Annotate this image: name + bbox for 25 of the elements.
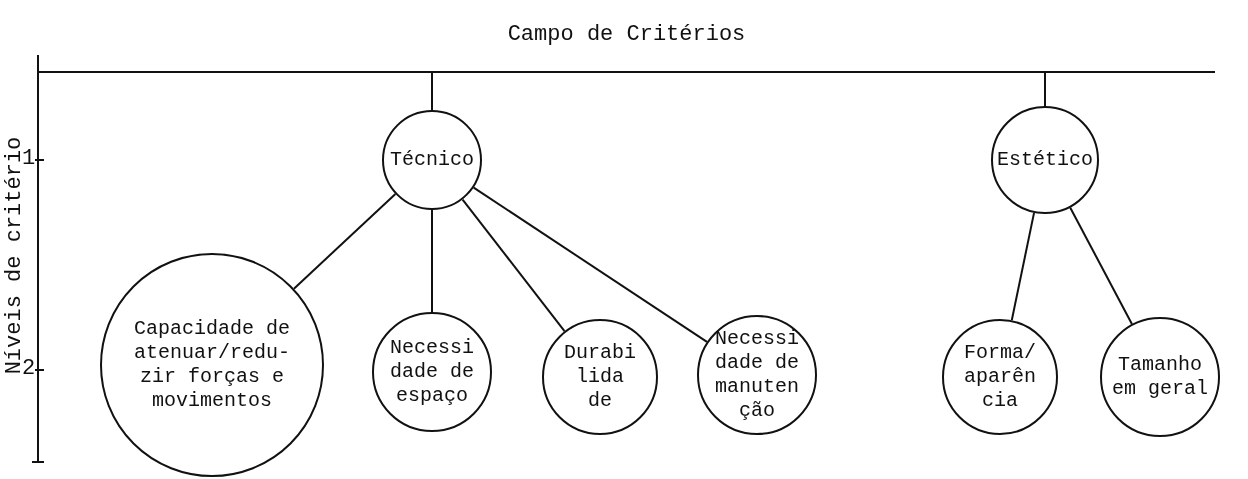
heading: Campo de Critérios [506,22,747,47]
connector-line [292,193,397,290]
criterion-circle [942,319,1058,435]
criterion-circle [382,110,482,210]
node-label: Forma/ aparên cia [963,341,1037,413]
criterion-circle [542,319,658,435]
criterion-circle [372,312,492,432]
connector-line [472,186,708,343]
node-label: Necessi dade de manuten ção [714,327,800,423]
connector-line [461,198,566,333]
connector-line [431,209,433,313]
criterion-circle [1100,317,1220,437]
criterion-circle [697,315,817,435]
node-label: Estético [996,148,1094,172]
connector-line [431,71,433,111]
node-label: Durabi lida de [563,341,637,413]
criterion-circle [991,106,1099,214]
node-label: Técnico [389,148,475,172]
connector-line [1069,206,1133,325]
node-label: Necessi dade de espaço [389,336,475,408]
connector-line [1044,71,1046,107]
criterion-circle [100,253,324,477]
node-label: Capacidade de atenuar/redu- zir forças e movimentos [133,317,291,413]
connector-line [1010,211,1036,322]
node-label: Tamanho em geral [1112,353,1208,401]
